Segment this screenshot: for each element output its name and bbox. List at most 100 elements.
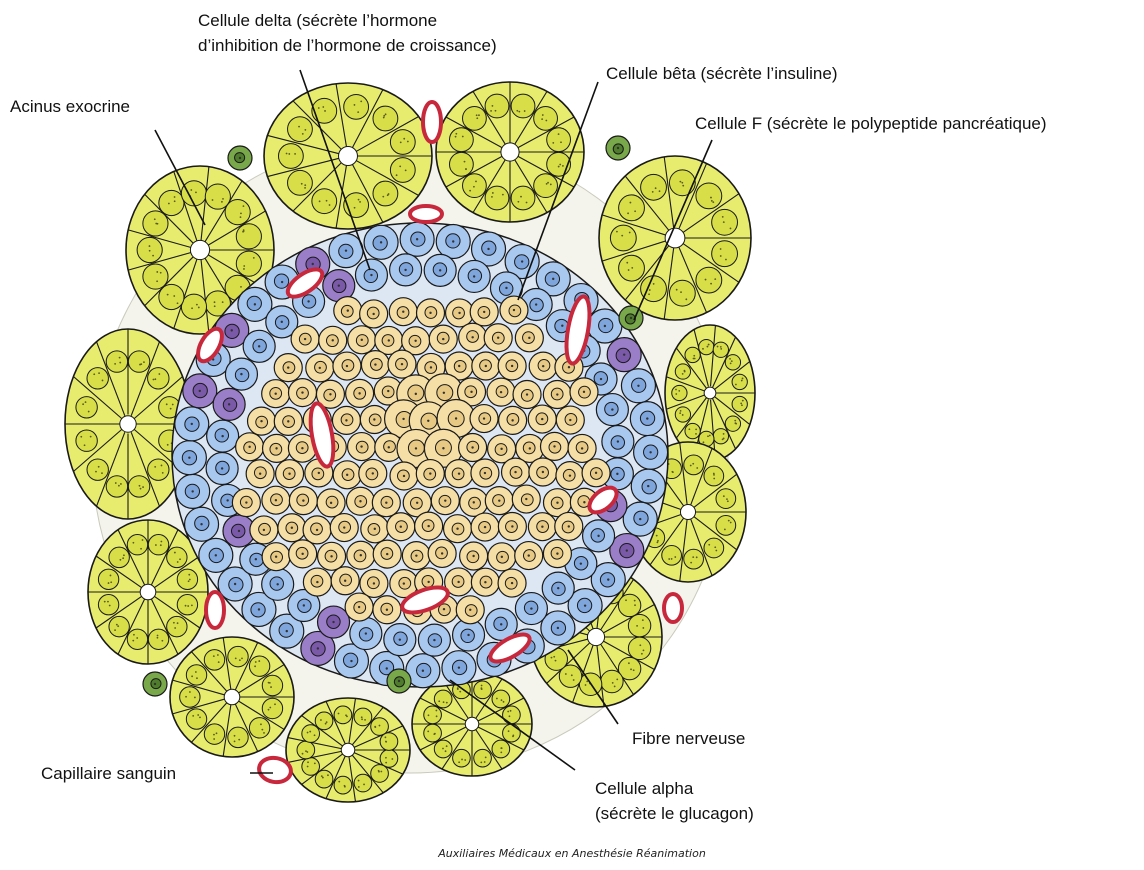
acinar-cell-nucleus (334, 706, 352, 724)
acinar-cell-nucleus (732, 374, 747, 389)
acinar-cell-nucleus (704, 538, 724, 558)
nucleus-granule (446, 745, 448, 747)
nucleolus (485, 365, 487, 367)
beta-cell (472, 352, 500, 380)
nucleus-granule (82, 403, 84, 405)
nucleus-granule (730, 522, 732, 524)
nucleus-granule (314, 734, 316, 736)
nucleolus (416, 238, 418, 240)
nucleus-granule (630, 202, 632, 204)
nucleolus (444, 499, 446, 501)
acinar-cell-nucleus (685, 347, 700, 362)
nucleus-granule (191, 604, 193, 606)
nucleus-granule (167, 294, 169, 296)
nucleus-granule (552, 142, 554, 144)
acinus-lumen (665, 228, 685, 248)
acinar-cell-nucleus (249, 718, 269, 738)
nucleolus (387, 390, 389, 392)
acinar-cell-nucleus (453, 749, 471, 767)
nucleus-granule (396, 174, 398, 176)
nucleus-granule (154, 466, 156, 468)
nucleus-granule (243, 229, 245, 231)
nucleus-granule (361, 718, 363, 720)
beta-cell (471, 513, 499, 541)
beta-cell (498, 512, 526, 540)
nucleolus (552, 278, 554, 280)
acinus-lumen (587, 628, 604, 645)
nucleus-granule (649, 289, 651, 291)
beta-cell (333, 461, 361, 489)
acinus-lumen (190, 240, 209, 259)
acinar-cell-nucleus (288, 117, 313, 142)
acinar-cell-nucleus (628, 637, 650, 659)
nucleus-granule (324, 110, 326, 112)
nucleus-granule (161, 465, 163, 467)
beta-cell (348, 326, 376, 354)
beta-cell (417, 299, 445, 327)
alpha-cell (199, 538, 233, 572)
nucleus-granule (321, 775, 323, 777)
nucleus-granule (517, 201, 519, 203)
nucleolus (626, 549, 628, 551)
beta-cell (306, 354, 334, 382)
acinar-cell-nucleus (262, 675, 282, 695)
nucleus-granule (399, 165, 401, 167)
nucleolus (456, 528, 458, 530)
acinar-cell-nucleus (373, 106, 398, 131)
beta-cell (445, 460, 473, 488)
beta-cell (543, 540, 571, 568)
beta-cell (389, 298, 417, 326)
nucleolus (316, 581, 318, 583)
acinar-cell-nucleus (148, 368, 169, 389)
nucleus-granule (379, 725, 381, 727)
acinus (436, 82, 584, 222)
nucleolus (358, 392, 360, 394)
nucleolus (330, 502, 332, 504)
nucleus-granule (177, 302, 179, 304)
nucleolus (365, 632, 367, 634)
nucleus-granule (254, 665, 256, 667)
nucleus-granule (85, 401, 87, 403)
nucleolus (568, 525, 570, 527)
beta-cell (570, 378, 598, 406)
nucleolus (359, 500, 361, 502)
nucleus-granule (133, 634, 135, 636)
nucleus-granule (443, 701, 445, 703)
beta-cell (460, 488, 488, 516)
beta-cell-nucleus (312, 468, 324, 480)
nucleus-granule (214, 305, 216, 307)
nucleolus (416, 502, 418, 504)
beta-cell (529, 352, 557, 380)
acinar-cell-nucleus (732, 396, 747, 411)
nucleus-granule (269, 707, 271, 709)
nucleus-granule (685, 298, 687, 300)
nucleus-granule (234, 740, 236, 742)
nucleus-granule (140, 548, 142, 550)
nucleus-granule (322, 106, 324, 108)
acinus-lumen (465, 717, 479, 731)
nucleolus (288, 473, 290, 475)
nucleus-granule (119, 357, 121, 359)
nucleolus (312, 263, 314, 265)
nucleus-granule (636, 625, 638, 627)
nucleus-granule (268, 709, 270, 711)
delta-cell (183, 374, 217, 408)
nucleolus (374, 363, 376, 365)
acinar-cell-nucleus (128, 351, 149, 372)
beta-cell (487, 378, 515, 406)
nucleolus (281, 281, 283, 283)
nucleus-granule (558, 133, 560, 135)
nucleus-granule (520, 196, 522, 198)
nucleus-granule (428, 714, 430, 716)
nucleus-granule (642, 627, 644, 629)
acinus (170, 637, 294, 757)
nucleolus (385, 502, 387, 504)
beta-cell (512, 485, 540, 513)
nucleolus (526, 393, 528, 395)
capillary (206, 592, 224, 628)
nucleus-granule (648, 293, 650, 295)
acinus-lumen (224, 689, 240, 705)
nucleolus (441, 552, 443, 554)
nucleus-granule (656, 535, 658, 537)
nucleus-granule (95, 471, 97, 473)
